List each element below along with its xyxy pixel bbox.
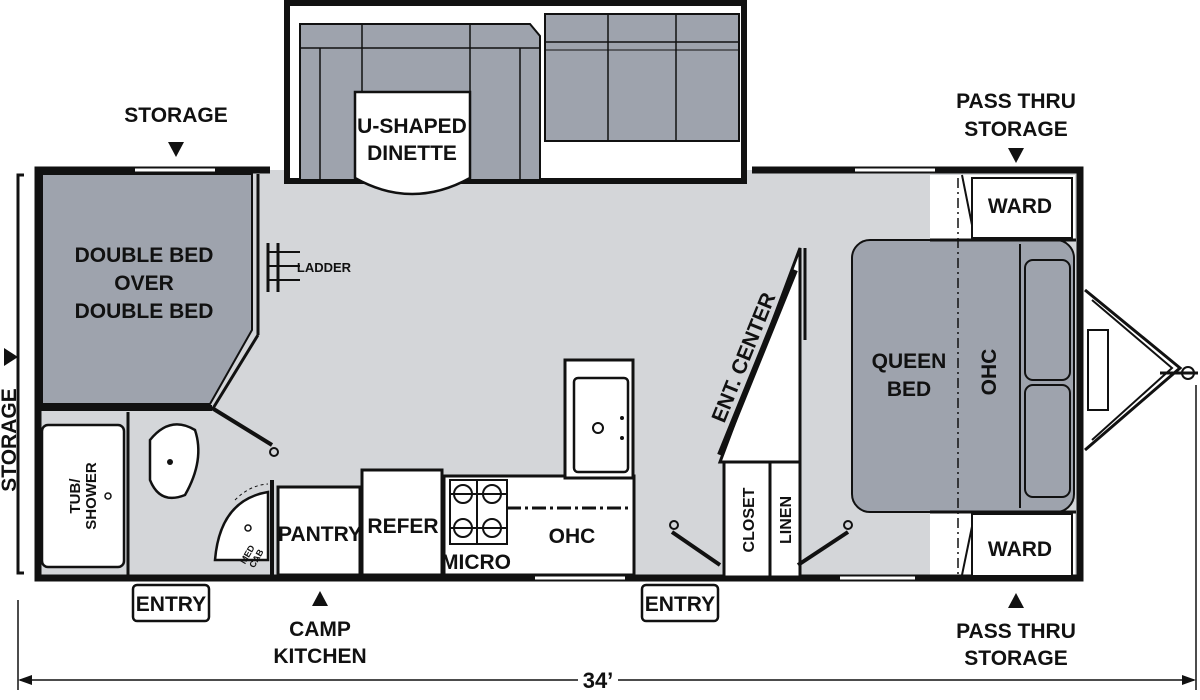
entry-step-left <box>131 583 211 623</box>
toilet <box>148 423 200 500</box>
dinette-label-1: U-SHAPED <box>357 115 467 138</box>
queen-bed-label-1: QUEEN <box>872 350 947 373</box>
linen-label: LINEN <box>778 496 795 544</box>
camp-kitchen-label-1: CAMP <box>289 618 351 641</box>
refer-label: REFER <box>367 515 438 538</box>
queen-bed-label-2: BED <box>887 378 931 401</box>
entry-step-right <box>640 583 720 623</box>
ladder-label: LADDER <box>297 260 352 275</box>
micro-label: MICRO <box>441 551 511 574</box>
length-label: 34’ <box>583 668 614 693</box>
ladder <box>266 243 300 292</box>
dinette-table <box>353 90 472 196</box>
tub-label-2: SHOWER <box>83 462 100 530</box>
bunk-label-3: DOUBLE BED <box>75 300 214 323</box>
tub-shower <box>40 423 126 569</box>
pass-thru-bottom-arrow <box>1008 593 1024 608</box>
stove <box>449 479 508 545</box>
pass-thru-bottom-label-1: PASS THRU <box>956 620 1076 643</box>
rear-storage-bracket <box>16 173 24 575</box>
bunk-label-1: DOUBLE BED <box>75 244 214 267</box>
bath-sink <box>213 490 270 562</box>
storage-left-label: STORAGE <box>0 388 21 491</box>
pantry <box>276 485 362 577</box>
slideout-floor <box>275 180 753 220</box>
pass-thru-top-label-2: STORAGE <box>964 118 1067 141</box>
storage-top-label: STORAGE <box>124 104 227 127</box>
ward-top <box>971 177 1073 239</box>
pass-thru-bottom-label-2: STORAGE <box>964 647 1067 670</box>
ohc-kitchen-label: OHC <box>549 525 596 548</box>
ward-top-label: WARD <box>988 195 1052 218</box>
dinette-label-2: DINETTE <box>367 142 457 165</box>
storage-top-arrow <box>168 142 184 157</box>
pass-thru-top-label-1: PASS THRU <box>956 90 1076 113</box>
trailer-hitch <box>1084 288 1198 452</box>
length-dimension <box>17 385 1197 690</box>
refrigerator <box>360 468 444 577</box>
camp-kitchen-label-2: KITCHEN <box>273 645 366 668</box>
ward-bottom-label: WARD <box>988 538 1052 561</box>
ohc-bedroom-label: OHC <box>978 349 1001 396</box>
linen <box>768 460 802 579</box>
entry-left-label: ENTRY <box>136 593 206 616</box>
bunk-label-2: OVER <box>114 272 174 295</box>
sofa <box>544 13 740 142</box>
storage-left-arrow <box>4 348 18 366</box>
closet <box>722 460 772 579</box>
closet-label: CLOSET <box>741 487 758 552</box>
pantry-label: PANTRY <box>278 523 362 546</box>
camp-kitchen-arrow <box>312 591 328 606</box>
tub-label-1: TUB/ <box>67 478 84 514</box>
ward-bottom <box>971 513 1073 577</box>
pass-thru-top-arrow <box>1008 148 1024 163</box>
entry-right-label: ENTRY <box>645 593 715 616</box>
bunk-bed <box>41 173 253 405</box>
